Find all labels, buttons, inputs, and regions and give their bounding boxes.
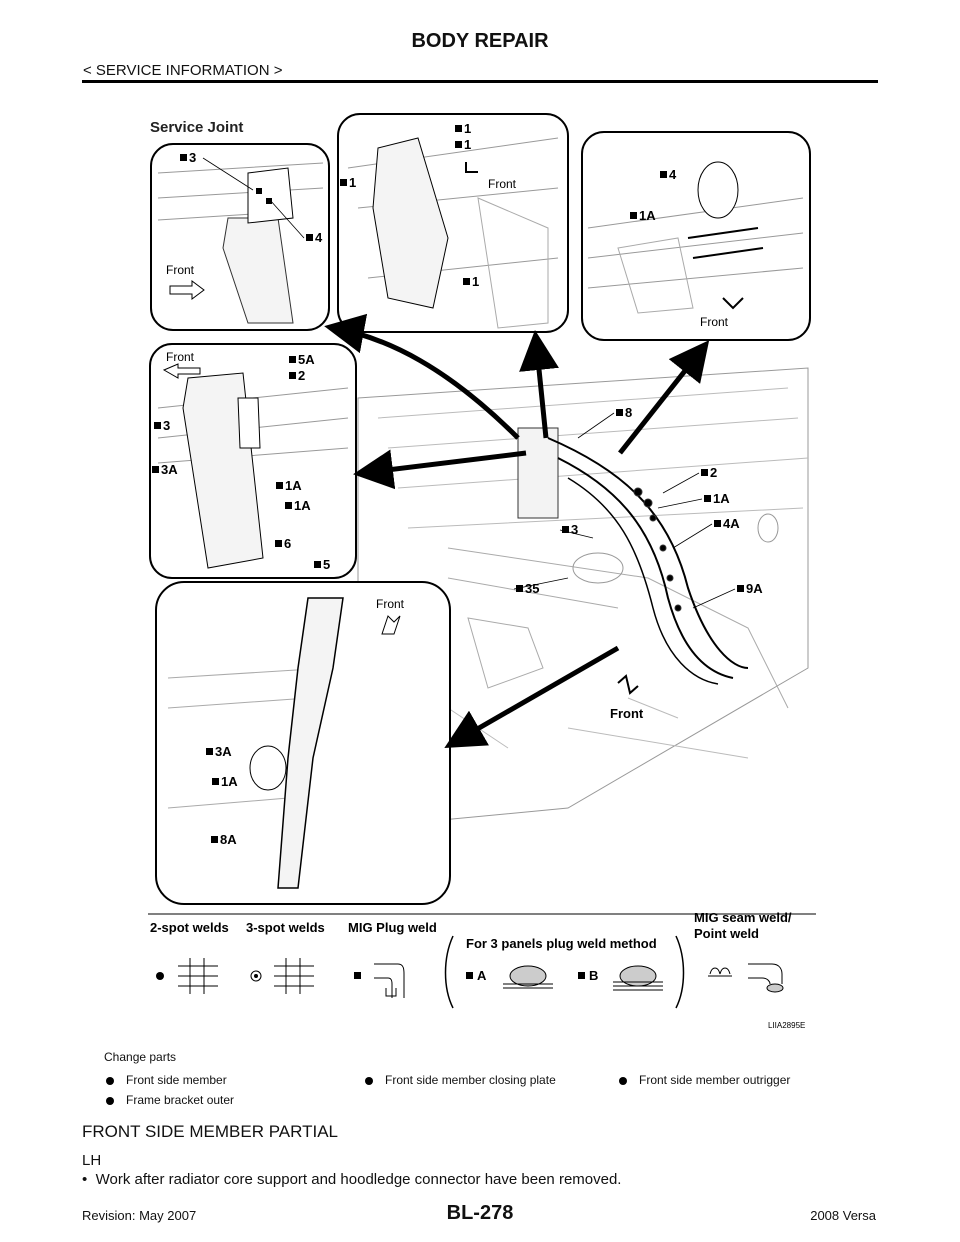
svg-text:1A: 1A [285, 478, 302, 493]
section-heading: FRONT SIDE MEMBER PARTIAL [82, 1122, 338, 1141]
figure-heading: Service Joint [150, 119, 243, 136]
bullet-icon [619, 1076, 627, 1085]
svg-text:4: 4 [315, 230, 323, 245]
svg-text:3: 3 [163, 418, 170, 433]
service-joint-figure: Service Joint Front 8 2 1A 4A 3 35 9A [148, 108, 816, 1036]
header-rule [82, 80, 878, 83]
svg-text:1: 1 [349, 175, 356, 190]
svg-text:MIG Plug weld: MIG Plug weld [348, 920, 437, 935]
svg-text:1: 1 [464, 137, 471, 152]
detail-top-center: 1 1 1 1 Front [337, 113, 569, 333]
step-item: • Work after radiator core support and h… [82, 1171, 622, 1188]
svg-text:Front: Front [166, 263, 195, 277]
svg-text:4A: 4A [723, 516, 740, 531]
section-breadcrumb: < SERVICE INFORMATION > [83, 62, 283, 79]
svg-text:1: 1 [472, 274, 479, 289]
svg-text:2-spot welds: 2-spot welds [150, 920, 229, 935]
change-parts-title: Change parts [104, 1050, 177, 1064]
svg-text:2: 2 [710, 465, 717, 480]
svg-text:B: B [589, 968, 598, 983]
svg-text:3A: 3A [215, 744, 232, 759]
svg-text:5A: 5A [298, 352, 315, 367]
svg-text:1A: 1A [639, 208, 656, 223]
detail-top-right: 4 1A Front [581, 131, 811, 341]
svg-text:MIG seam weld/: MIG seam weld/ [694, 910, 792, 925]
svg-text:For 3 panels plug weld method: For 3 panels plug weld method [466, 936, 657, 951]
change-part-item: Front side member [106, 1073, 227, 1087]
main-callouts: 8 2 1A 4A 3 35 9A [513, 405, 763, 609]
svg-text:1A: 1A [221, 774, 238, 789]
front-arrow-main: Front [610, 674, 644, 721]
svg-text:A: A [477, 968, 487, 983]
svg-text:3A: 3A [161, 462, 178, 477]
detail-bottom-left: 3A 1A 8A Front [155, 581, 451, 905]
detail-top-left: 3 4 Front [150, 143, 330, 331]
detail-mid-left: 5A 2 3 3A 1A 1A 6 5 Front [149, 343, 357, 579]
bullet-icon [106, 1076, 114, 1085]
svg-text:5: 5 [323, 557, 330, 572]
svg-text:3: 3 [571, 522, 578, 537]
svg-text:Front: Front [610, 706, 644, 721]
page-title: BODY REPAIR [411, 30, 549, 52]
footer-revision: Revision: May 2007 [82, 1208, 197, 1223]
weld-legend: 2-spot welds 3-spot welds MIG Plug weld … [150, 910, 805, 1030]
svg-text:35: 35 [525, 581, 539, 596]
pointer-arrows [324, 313, 710, 748]
svg-text:2: 2 [298, 368, 305, 383]
svg-text:Front: Front [488, 177, 517, 191]
svg-text:4: 4 [669, 167, 677, 182]
side-label: LH [82, 1152, 102, 1169]
svg-text:8A: 8A [220, 832, 237, 847]
svg-text:3-spot welds: 3-spot welds [246, 920, 325, 935]
svg-text:Front: Front [700, 315, 729, 329]
svg-text:Front: Front [376, 597, 405, 611]
main-drawing [357, 367, 809, 829]
svg-text:1A: 1A [713, 491, 730, 506]
footer-page-number: BL-278 [446, 1202, 514, 1224]
svg-text:Point weld: Point weld [694, 926, 759, 941]
footer-model: 2008 Versa [810, 1208, 876, 1223]
change-part-item: Front side member closing plate [365, 1073, 556, 1087]
bullet-icon [106, 1096, 114, 1105]
figure-code: LIIA2895E [768, 1021, 805, 1030]
svg-text:1A: 1A [294, 498, 311, 513]
svg-text:6: 6 [284, 536, 291, 551]
svg-text:9A: 9A [746, 581, 763, 596]
change-part-item: Frame bracket outer [106, 1093, 234, 1107]
svg-text:3: 3 [189, 150, 196, 165]
bullet-icon [365, 1076, 373, 1085]
change-part-item: Front side member outrigger [619, 1073, 790, 1087]
svg-text:1: 1 [464, 121, 471, 136]
svg-text:Front: Front [166, 350, 195, 364]
svg-text:8: 8 [625, 405, 632, 420]
